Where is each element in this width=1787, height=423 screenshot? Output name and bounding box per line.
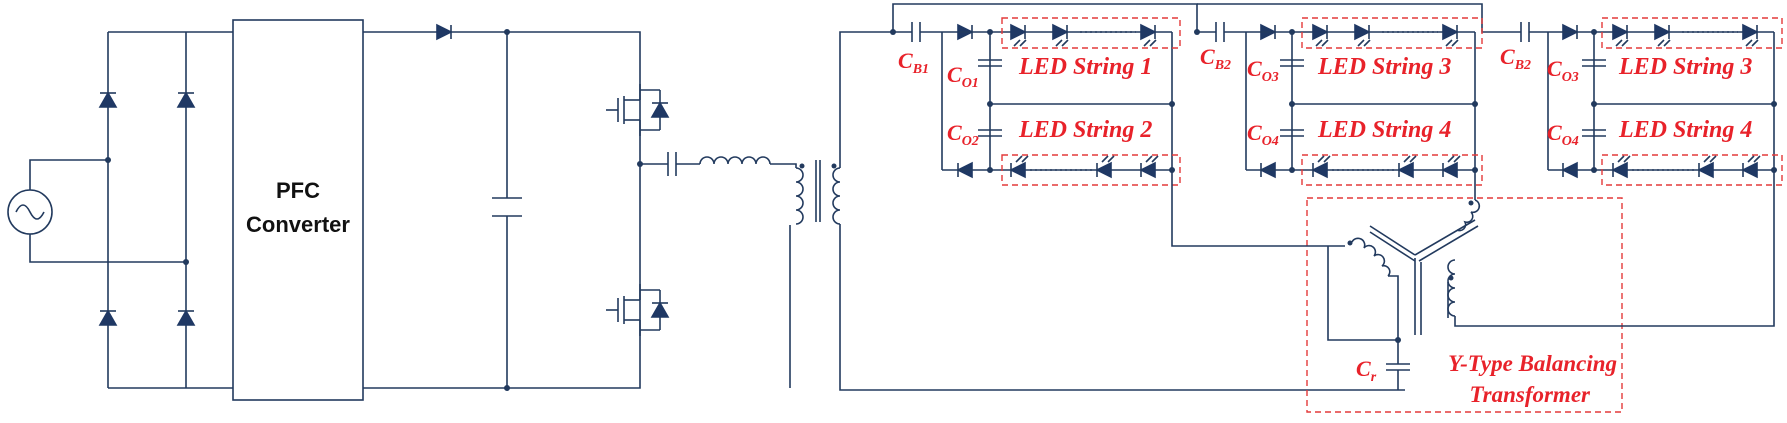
led-string-2-label: LED String 2 bbox=[1018, 117, 1152, 143]
co6-label: CO4 bbox=[1547, 120, 1579, 149]
bridge-rectifier bbox=[99, 31, 233, 389]
led-string-6-label: LED String 4 bbox=[1618, 117, 1752, 143]
led-module-2: CB2 CO3 CO4 LED String 3 LED String 4 bbox=[1197, 17, 1483, 186]
pfc-label-line2: Converter bbox=[246, 212, 350, 237]
transformer-label-line1: Y-Type Balancing bbox=[1448, 351, 1617, 376]
low-side-mosfet bbox=[606, 284, 668, 336]
cb3-label: CB2 bbox=[1500, 44, 1531, 73]
pfc-label-line1: PFC bbox=[276, 178, 320, 203]
led-string-4-label: LED String 4 bbox=[1317, 117, 1451, 143]
led-string-3-label: LED String 3 bbox=[1317, 54, 1451, 80]
led-module-3: CB2 CO3 CO4 LED String 3 LED String 4 bbox=[1500, 17, 1783, 186]
led-string-1-label: LED String 1 bbox=[1018, 54, 1152, 80]
co3-label: CO3 bbox=[1247, 56, 1279, 85]
ac-source bbox=[7, 159, 186, 263]
module-bus bbox=[890, 3, 1502, 35]
cr-label: Cr bbox=[1356, 356, 1377, 385]
co1-label: CO1 bbox=[947, 62, 979, 91]
co5-label: CO3 bbox=[1547, 56, 1579, 85]
y-type-balancing-transformer: Cr Y-Type Balancing Transformer bbox=[1171, 170, 1775, 413]
transformer-label-line2: Transformer bbox=[1469, 382, 1591, 407]
high-side-mosfet bbox=[606, 84, 668, 136]
led-module-1: CB1 CO1 CO2 LED String 1 LED String 2 bbox=[893, 17, 1181, 186]
led-string-5-label: LED String 3 bbox=[1618, 54, 1752, 80]
dc-bus bbox=[363, 24, 641, 391]
pfc-converter-block: PFC Converter bbox=[232, 19, 364, 401]
co4-label: CO4 bbox=[1247, 120, 1279, 149]
cb1-label: CB1 bbox=[898, 48, 929, 77]
half-bridge bbox=[606, 84, 797, 388]
cb2-label: CB2 bbox=[1200, 44, 1231, 73]
co2-label: CO2 bbox=[947, 120, 979, 149]
main-transformer bbox=[795, 31, 1405, 391]
